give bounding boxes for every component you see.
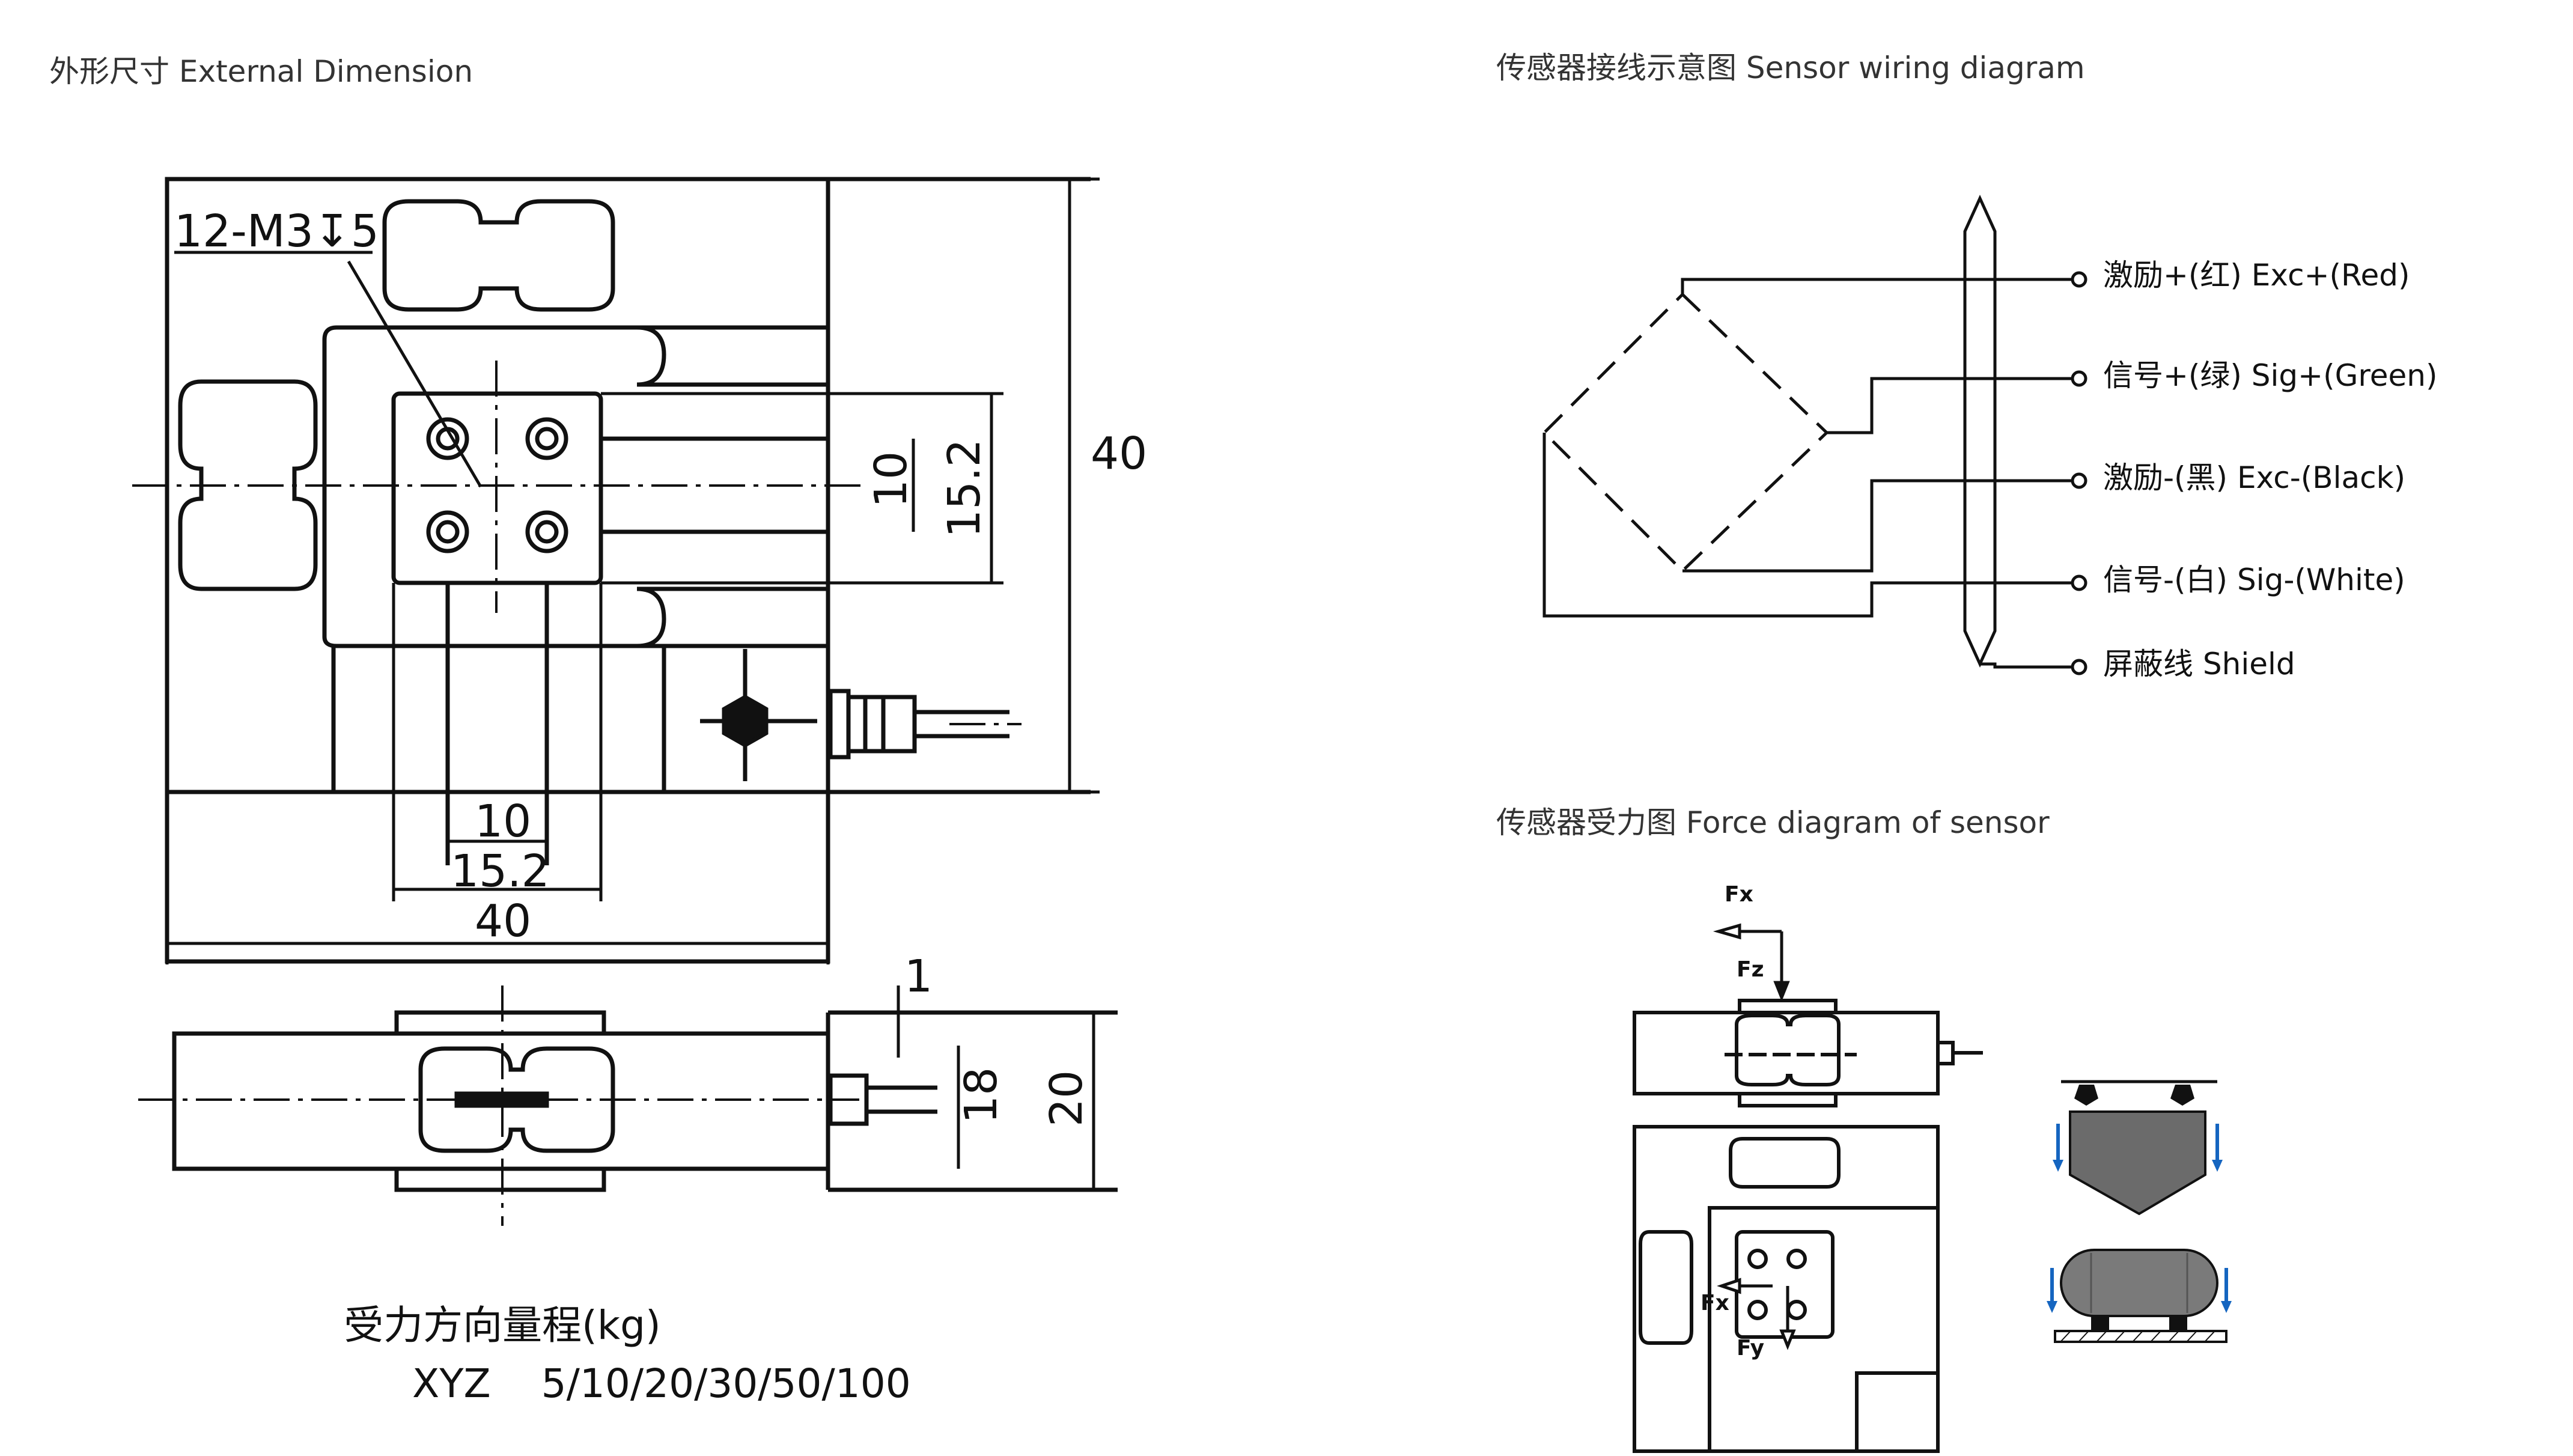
external-dimension-title: 外形尺寸 External Dimension [49,54,473,89]
dim-total-height: 40 [1091,428,1147,480]
force-arrows [1713,923,1796,1350]
wire-label-sig-minus: 信号-(白) Sig-(White) [2103,562,2405,597]
wire-label-shield: 屏蔽线 Shield [2103,647,2295,681]
dim-top-outer: 15.2 [451,845,550,897]
top-view-centerlines [132,361,1022,725]
wire-label-exc-minus: 激励-(黑) Exc-(Black) [2103,460,2405,495]
dim-side-inner: 18 [955,1067,1007,1124]
thread-callout-label: 12-M3↧5 [174,206,379,257]
dim-top-inner: 10 [475,796,531,847]
dim-total-width: 40 [475,895,531,947]
bridge-circuit [1542,194,2073,669]
side-view-centerlines [138,985,859,1226]
force-label-fx-side: Fx [1701,1291,1729,1315]
dim-side-gap: 1 [904,951,933,1002]
tank-illustration [2047,1249,2232,1343]
dim-vertical-inner: 10 [865,451,917,508]
wire-label-sig-plus: 信号+(绿) Sig+(Green) [2103,358,2438,393]
force-side-view [1633,999,1983,1107]
dim-vertical-outer: 15.2 [939,439,990,538]
force-label-fx-top: Fx [1725,882,1753,907]
wire-label-exc-plus: 激励+(红) Exc+(Red) [2103,258,2410,293]
wiring-diagram-title: 传感器接线示意图 Sensor wiring diagram [1496,50,2085,85]
side-view-dimension-lines [897,985,1095,1190]
force-diagram-title: 传感器受力图 Force diagram of sensor [1496,805,2050,840]
dim-side-outer: 20 [1041,1070,1092,1127]
wire-terminals [2071,271,2087,675]
top-view-dimension-lines [165,177,1100,964]
force-label-fz: Fz [1737,957,1764,982]
hopper-illustration [2053,1080,2223,1216]
range-values: XYZ 5/10/20/30/50/100 [412,1360,911,1407]
force-label-fy: Fy [1737,1336,1764,1360]
force-top-view [1633,1125,1940,1453]
top-view-drawing [165,177,1091,964]
range-heading: 受力方向量程(kg) [344,1302,661,1348]
